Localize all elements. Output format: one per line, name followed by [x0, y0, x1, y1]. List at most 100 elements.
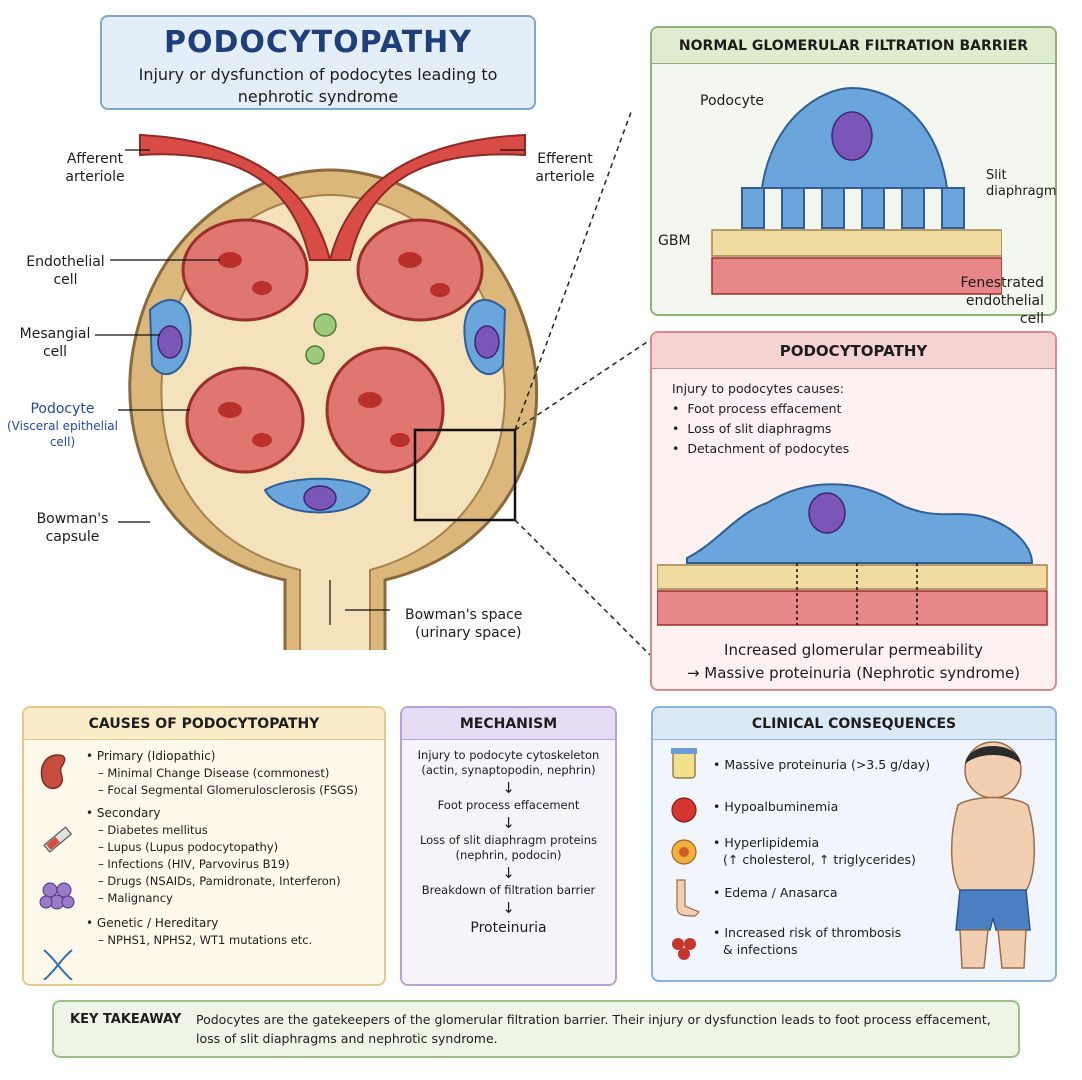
- efferent-label-line2: arteriole: [535, 169, 595, 185]
- down-arrow-icon: ↓: [502, 779, 515, 797]
- causes-icons: [39, 754, 75, 980]
- mech-step3-b: (nephrin, podocin): [455, 848, 562, 862]
- slit-label-line1: Slit: [986, 168, 1007, 183]
- podocyte-label-line3: cell): [49, 435, 76, 449]
- clinical-item: • Edema / Anasarca: [713, 876, 943, 924]
- foot-processes: [741, 187, 965, 229]
- podocytopathy-item: • Detachment of podocytes: [672, 441, 850, 456]
- clinical-item: • Hypoalbuminemia: [713, 798, 943, 834]
- genetic-heading: • Genetic / Hereditary: [86, 916, 219, 930]
- mech-step1-b: (actin, synaptopodin, nephrin): [421, 763, 596, 777]
- endothelial-label-line1: Endothelial: [26, 254, 105, 270]
- bowman-space-label-line1: Bowman's space: [405, 607, 523, 623]
- primary-item: – Focal Segmental Glomerulosclerosis (FS…: [98, 783, 359, 797]
- clinical-panel: CLINICAL CONSEQUENCES • Massive proteinu…: [651, 706, 1057, 982]
- genetic-item: – NPHS1, NPHS2, WT1 mutations etc.: [98, 933, 313, 947]
- key-takeaway-panel: KEY TAKEAWAY Podocytes are the gatekeepe…: [52, 1000, 1020, 1058]
- afferent-label-line1: Afferent: [66, 151, 124, 167]
- clinical-icons: [671, 748, 701, 960]
- secondary-item: – Diabetes mellitus: [98, 823, 208, 837]
- gbm-layer: [711, 229, 1002, 257]
- mech-step2: Foot process effacement: [437, 798, 580, 812]
- clinical-item: • Massive proteinuria (>3.5 g/day): [713, 756, 943, 798]
- secondary-item: – Infections (HIV, Parvovirus B19): [98, 857, 290, 871]
- podocyte-label-line2: (Visceral epithelial: [6, 419, 118, 433]
- result-line1: Increased glomerular permeability: [724, 641, 983, 659]
- mechanism-flow: Injury to podocyte cytoskeleton (actin, …: [402, 748, 615, 938]
- endothelial-label: Endothelial cell: [18, 253, 113, 289]
- afferent-label-line2: arteriole: [65, 169, 125, 185]
- clinical-item-text: • Edema / Anasarca: [713, 885, 838, 900]
- podocyte-label: Podocyte (Visceral epithelial cell): [5, 400, 120, 450]
- clinical-item-text: • Hypoalbuminemia: [713, 799, 839, 814]
- down-arrow-icon: ↓: [502, 899, 515, 917]
- title-box: PODOCYTOPATHY Injury or dysfunction of p…: [100, 15, 536, 110]
- down-arrow-icon: ↓: [502, 814, 515, 832]
- normal-barrier-panel: NORMAL GLOMERULAR FILTRATION BARRIER Pod…: [650, 26, 1057, 327]
- capillary-loops: [181, 218, 484, 474]
- slit-label-line2: diaphragm: [986, 184, 1057, 199]
- fenestrated-label: Fenestrated endothelial cell: [938, 274, 1045, 328]
- bowman-capsule-label-line2: capsule: [45, 529, 100, 545]
- secondary-item: – Drugs (NSAIDs, Pamidronate, Interferon…: [98, 874, 341, 888]
- kidney-icon: [40, 754, 66, 790]
- clinical-item-text: • Increased risk of thrombosis: [713, 925, 902, 940]
- gbm-label: GBM: [658, 233, 691, 249]
- endothelial-layer: [711, 257, 1002, 295]
- down-arrow-icon: ↓: [502, 864, 515, 882]
- efferent-label-line1: Efferent: [537, 151, 593, 167]
- mech-step4: Breakdown of filtration barrier: [421, 883, 596, 897]
- podocyte-label-line1: Podocyte: [30, 401, 95, 417]
- zoom-square: [413, 428, 517, 522]
- podo-item-text: Foot process effacement: [687, 401, 842, 416]
- clinical-item: • Hyperlipidemia (↑ cholesterol, ↑ trigl…: [713, 834, 943, 876]
- primary-heading: • Primary (Idiopathic): [86, 749, 216, 763]
- swollen-foot-icon: [676, 879, 701, 917]
- effaced-podocyte: [686, 483, 1034, 564]
- podocytopathy-item: • Foot process effacement: [672, 401, 842, 416]
- podocytopathy-panel: PODOCYTOPATHY Injury to podocytes causes…: [650, 331, 1057, 691]
- effaced-barrier-illustration: [657, 483, 1048, 626]
- subtitle-line2: nephrotic syndrome: [237, 87, 399, 106]
- fenestrated-label-line1: Fenestrated: [960, 275, 1045, 291]
- efferent-arteriole: [328, 133, 526, 261]
- podocytopathy-list: Injury to podocytes causes: • Foot proce…: [672, 379, 849, 459]
- cells-icon: [39, 882, 75, 910]
- afferent-label: Afferent arteriole: [60, 150, 130, 186]
- clinical-list: • Massive proteinuria (>3.5 g/day) • Hyp…: [713, 756, 943, 958]
- clinical-item-text: • Hyperlipidemia: [713, 835, 820, 850]
- key-takeaway-label: KEY TAKEAWAY: [70, 1012, 182, 1027]
- effaced-endothelium: [657, 590, 1048, 626]
- causes-panel: CAUSES OF PODOCYTOPATHY • Primary (Idiop…: [22, 706, 386, 986]
- bowman-capsule-label-line1: Bowman's: [36, 511, 109, 527]
- urine-cup-icon: [671, 748, 697, 779]
- secondary-heading: • Secondary: [86, 806, 161, 820]
- podocytopathy-result: Increased glomerular permeability → Mass…: [652, 639, 1055, 685]
- clot-icon: [672, 938, 696, 960]
- primary-item: – Minimal Change Disease (commonest): [98, 766, 330, 780]
- zoom-line-mid: [514, 339, 650, 431]
- clinical-header: CLINICAL CONSEQUENCES: [653, 708, 1055, 740]
- bowman-space-label: Bowman's space (urinary space): [405, 606, 545, 642]
- mech-step3-a: Loss of slit diaphragm proteins: [419, 833, 598, 847]
- result-line2: → Massive proteinuria (Nephrotic syndrom…: [686, 664, 1021, 682]
- key-takeaway-text: Podocytes are the gatekeepers of the glo…: [196, 1010, 1016, 1048]
- secondary-item: – Malignancy: [98, 891, 173, 905]
- slit-diaphragm-label: Slit diaphragm: [986, 168, 1057, 200]
- mesangial-label-line2: cell: [42, 344, 68, 360]
- subtitle-line1: Injury or dysfunction of podocytes leadi…: [138, 65, 498, 84]
- normal-barrier-header: NORMAL GLOMERULAR FILTRATION BARRIER: [652, 28, 1055, 64]
- podocyte-nuclei: [157, 325, 500, 511]
- clinical-item-subtext: (↑ cholesterol, ↑ triglycerides): [723, 852, 916, 867]
- zoom-line-bottom: [514, 519, 650, 656]
- mechanism-header: MECHANISM: [402, 708, 615, 740]
- podocytopathy-intro: Injury to podocytes causes:: [672, 381, 844, 396]
- effaced-gbm: [657, 564, 1048, 590]
- mech-step1-a: Injury to podocyte cytoskeleton: [417, 748, 600, 762]
- podocytopathy-item: • Loss of slit diaphragms: [672, 421, 832, 436]
- clinical-item-subtext: & infections: [723, 942, 798, 957]
- causes-header: CAUSES OF PODOCYTOPATHY: [24, 708, 384, 740]
- page-title: PODOCYTOPATHY: [163, 25, 473, 60]
- leak-lines: [796, 563, 918, 625]
- syringe-icon: [43, 826, 73, 853]
